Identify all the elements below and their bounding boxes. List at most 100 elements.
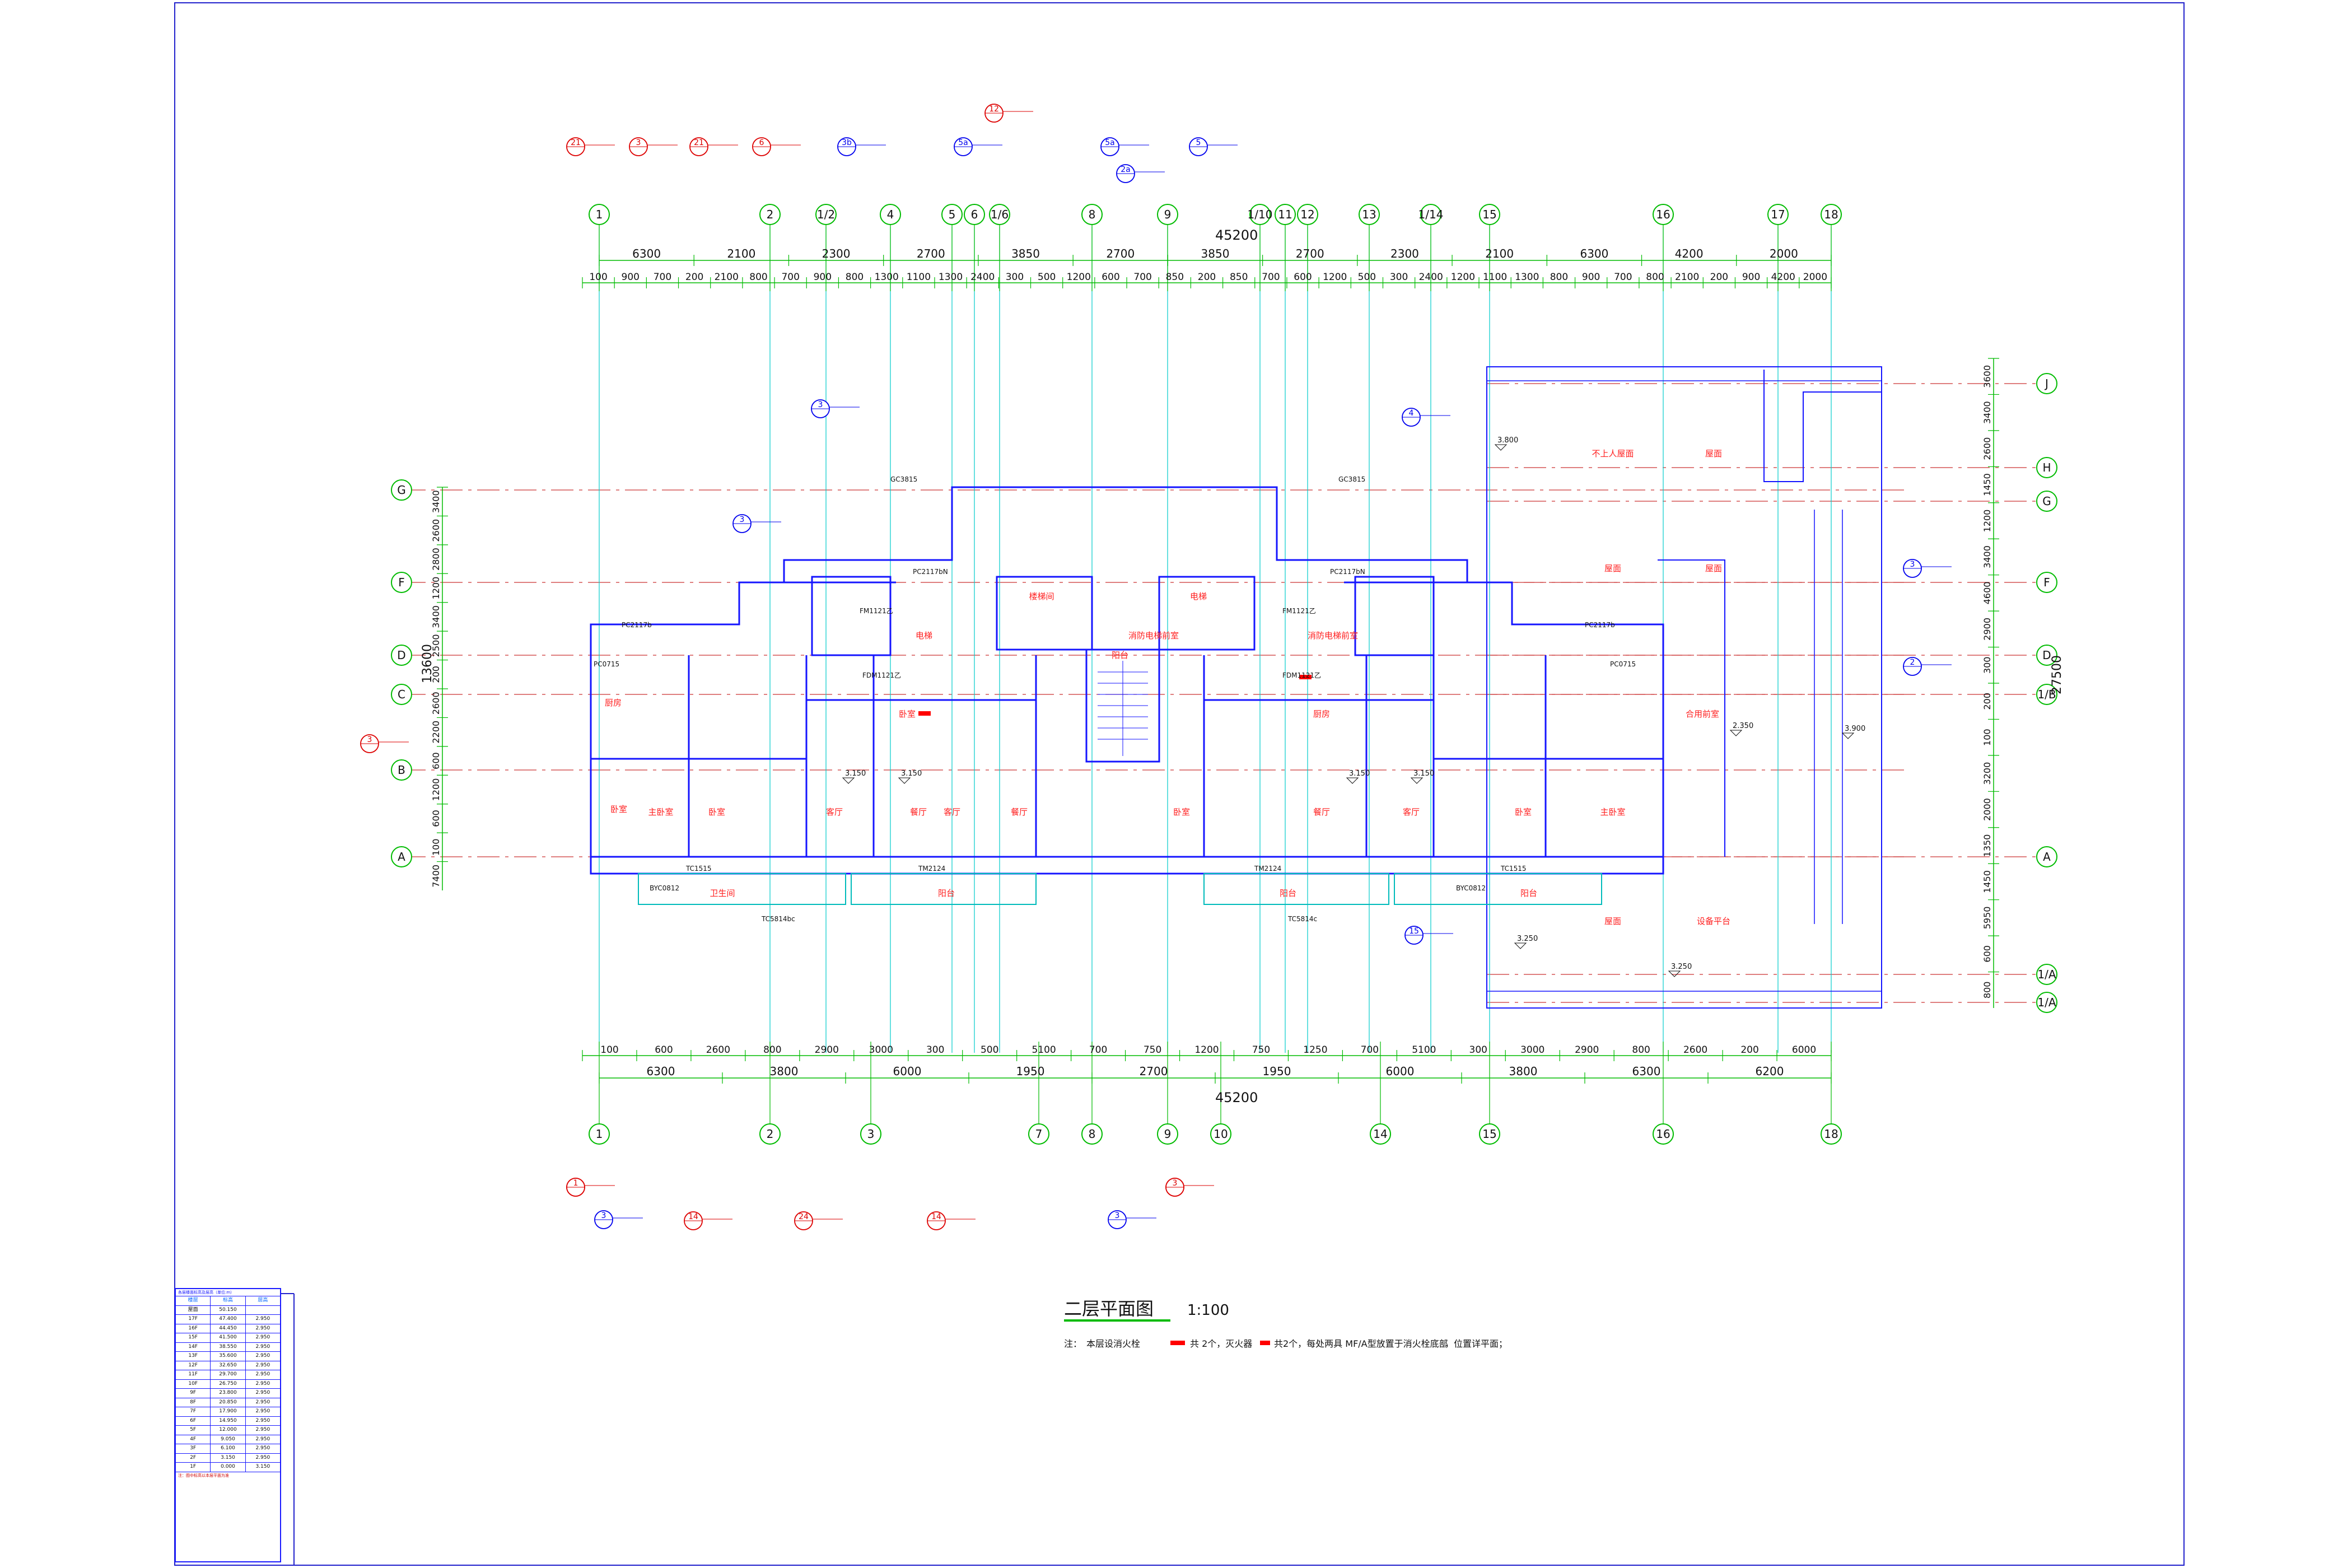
dimension-text: 750 — [1252, 1044, 1270, 1056]
axis-bubble: 3 — [860, 1123, 881, 1145]
level-table-cell: 26.750 — [211, 1379, 246, 1388]
level-table-cell: 20.850 — [211, 1398, 246, 1407]
level-table-cell: 屋面 — [176, 1305, 211, 1314]
room-label: 厨房 — [1313, 709, 1330, 719]
level-table-cell: 2.950 — [255, 1362, 270, 1368]
dimension-text: 2000 — [1803, 272, 1827, 283]
dimension-text: 200 — [1198, 272, 1216, 283]
fire-hydrant-icons — [918, 675, 1312, 716]
detail-callout: 5a — [1100, 137, 1149, 156]
level-table-cell: 2.950 — [255, 1445, 270, 1451]
balconies — [638, 873, 1602, 905]
axis-grid-lines — [599, 225, 1832, 1124]
note-location: ，位置详平面； — [1445, 1338, 1508, 1349]
dimension-text: 850 — [1230, 272, 1248, 283]
dimension-text: 6300 — [647, 1065, 675, 1078]
dimension-text: 800 — [1982, 982, 1992, 999]
level-table-cell: 12.000 — [211, 1426, 246, 1435]
level-table-cell: 2.950 — [255, 1454, 270, 1460]
dimension-text: 6000 — [1386, 1065, 1415, 1078]
level-table-cell: 9F — [176, 1389, 211, 1398]
level-table-cell: 6F — [176, 1416, 211, 1425]
level-table-header-cell: 标高 — [211, 1296, 246, 1305]
detail-callout: 21 — [689, 137, 738, 156]
axis-bubble: 17 — [1767, 204, 1789, 225]
dimension-text: 700 — [1089, 1044, 1107, 1056]
elevation-mark: 3.900 — [1841, 725, 1865, 739]
level-table-cell: 3.150 — [211, 1453, 246, 1462]
dimension-text: 2700 — [917, 247, 945, 260]
axis-label: 3 — [867, 1127, 875, 1141]
dimension-text: 3800 — [1509, 1065, 1538, 1078]
level-table-cell: 14.950 — [211, 1416, 246, 1425]
dimension-text: 900 — [1582, 272, 1600, 283]
axis-bubble: 8 — [1081, 1123, 1103, 1145]
room-label: 消防电梯前室 — [1308, 631, 1358, 641]
level-table-cell: 17F — [176, 1315, 211, 1324]
detail-callout: 5 — [1189, 137, 1238, 156]
level-table-cell: 23.800 — [211, 1389, 246, 1398]
axis-bubble: A — [391, 846, 412, 867]
level-table-cell: 4F — [176, 1435, 211, 1444]
elevation-text: 3.150 — [1413, 769, 1434, 778]
elevation-mark: 3.800 — [1494, 436, 1518, 451]
callout-number: 21 — [571, 138, 581, 147]
room-label: 阳台 — [1520, 888, 1537, 898]
axis-bubble: 1 — [589, 204, 610, 225]
dimension-text: 1450 — [1982, 473, 1992, 496]
level-table-header: 楼层 标高 层高 — [176, 1296, 280, 1306]
room-label: 合用前室 — [1686, 709, 1719, 719]
door-window-label: GC3815 — [1338, 475, 1365, 483]
dimension-text: 1200 — [1323, 272, 1347, 283]
level-table-header-cell: 层高 — [258, 1298, 268, 1303]
axis-label: 1/A — [2037, 996, 2056, 1009]
level-table-cell: 3F — [176, 1444, 211, 1453]
dimension-text: 700 — [654, 272, 671, 283]
dimension-text: 800 — [1646, 272, 1664, 283]
dimension-text: 750 — [1144, 1044, 1161, 1056]
dimension-text: 3200 — [1982, 762, 1992, 785]
elevation-mark: 3.250 — [1514, 935, 1538, 949]
dimension-text: 3850 — [1201, 247, 1230, 260]
detail-callout: 3 — [629, 137, 678, 156]
dimension-text: 300 — [1469, 1044, 1487, 1056]
door-window-label: TM2124 — [918, 865, 945, 872]
callout-number: 5 — [1196, 138, 1201, 147]
dimension-text: 1350 — [1982, 834, 1992, 857]
level-table-cell: 2.950 — [255, 1380, 270, 1387]
level-table-cell: 7F — [176, 1407, 211, 1416]
dimension-text: 3000 — [869, 1044, 893, 1056]
door-window-label: FDM1121乙 — [862, 671, 901, 679]
axis-bubble: C — [391, 684, 412, 705]
level-table-cell: 9.050 — [211, 1435, 246, 1444]
dimension-text: 300 — [1006, 272, 1024, 283]
door-window-label: BYC0812 — [650, 884, 679, 892]
dimension-text: 600 — [1102, 272, 1119, 283]
dimension-text: 300 — [1982, 657, 1992, 674]
dimension-text: 1950 — [1263, 1065, 1291, 1078]
dimension-text: 700 — [1614, 272, 1632, 283]
axis-label: 1/14 — [1418, 208, 1444, 221]
level-table-cell: 14F — [176, 1342, 211, 1351]
dimension-text: 2700 — [1296, 247, 1324, 260]
room-label: 厨房 — [605, 698, 622, 708]
axis-bubble: 14 — [1370, 1123, 1391, 1145]
dimension-text: 900 — [814, 272, 832, 283]
dimension-text: 3850 — [1011, 247, 1040, 260]
elevation-text: 3.250 — [1517, 935, 1538, 943]
room-label: 卧室 — [708, 807, 725, 817]
elevation-text: 3.800 — [1497, 436, 1518, 445]
axis-label: 2 — [767, 208, 774, 221]
dimension-text: 2900 — [1982, 618, 1992, 641]
room-label: 屋面 — [1705, 449, 1722, 459]
dimension-lines — [437, 255, 1999, 1084]
axis-bubble: 13 — [1359, 204, 1380, 225]
dimension-text: 600 — [431, 810, 441, 827]
axis-label: 1/B — [2037, 688, 2056, 701]
axis-label: 13 — [1362, 208, 1376, 221]
axis-bubble: 1 — [589, 1123, 610, 1145]
